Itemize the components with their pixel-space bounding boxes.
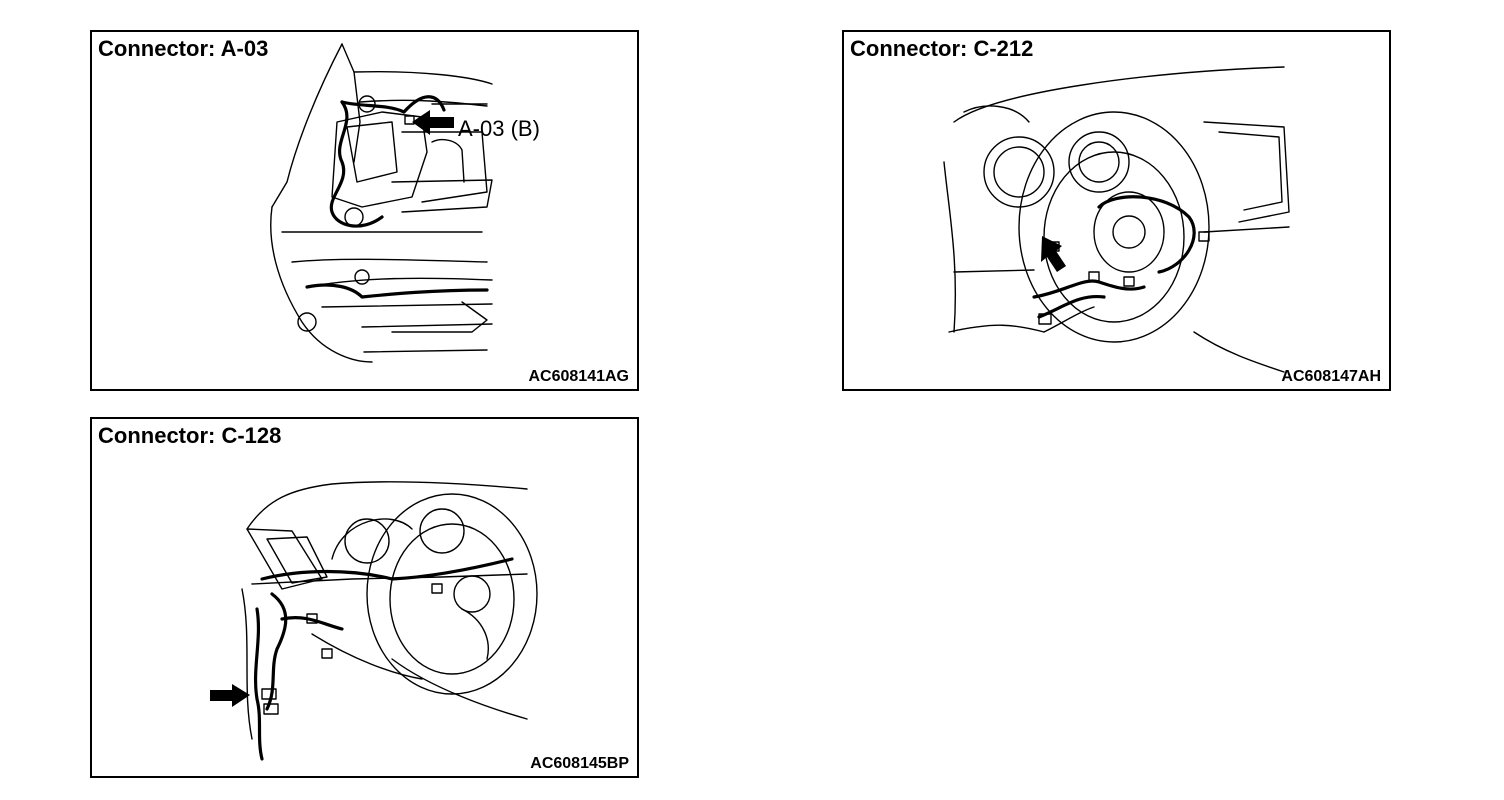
dashboard-harness-illustration: [210, 481, 538, 761]
panel-title: Connector: A-03: [98, 36, 269, 61]
figure-code: AC608141AG: [528, 368, 630, 385]
steering-wheel-illustration: [943, 66, 1290, 373]
panel-title: Connector: C-128: [98, 423, 282, 448]
callout-label: A-03 (B): [458, 116, 540, 141]
panel-title: Connector: C-212: [850, 36, 1034, 61]
panel-connector-c128: Connector: C-128 AC608145BP: [90, 417, 639, 778]
arrow-pointer-icon: [412, 110, 454, 135]
arrow-pointer-icon: [210, 684, 250, 707]
figure-code: AC608145BP: [530, 755, 629, 772]
panel-connector-c212: Connector: C-212 AC608147AH: [842, 30, 1391, 391]
figure-code: AC608147AH: [1281, 368, 1381, 385]
arrow-pointer-icon: [1041, 236, 1066, 272]
panel-connector-a03: A-03 (B) Connector: A-03 AC608141AG: [90, 30, 639, 391]
engine-compartment-illustration: A-03 (B): [270, 43, 540, 363]
